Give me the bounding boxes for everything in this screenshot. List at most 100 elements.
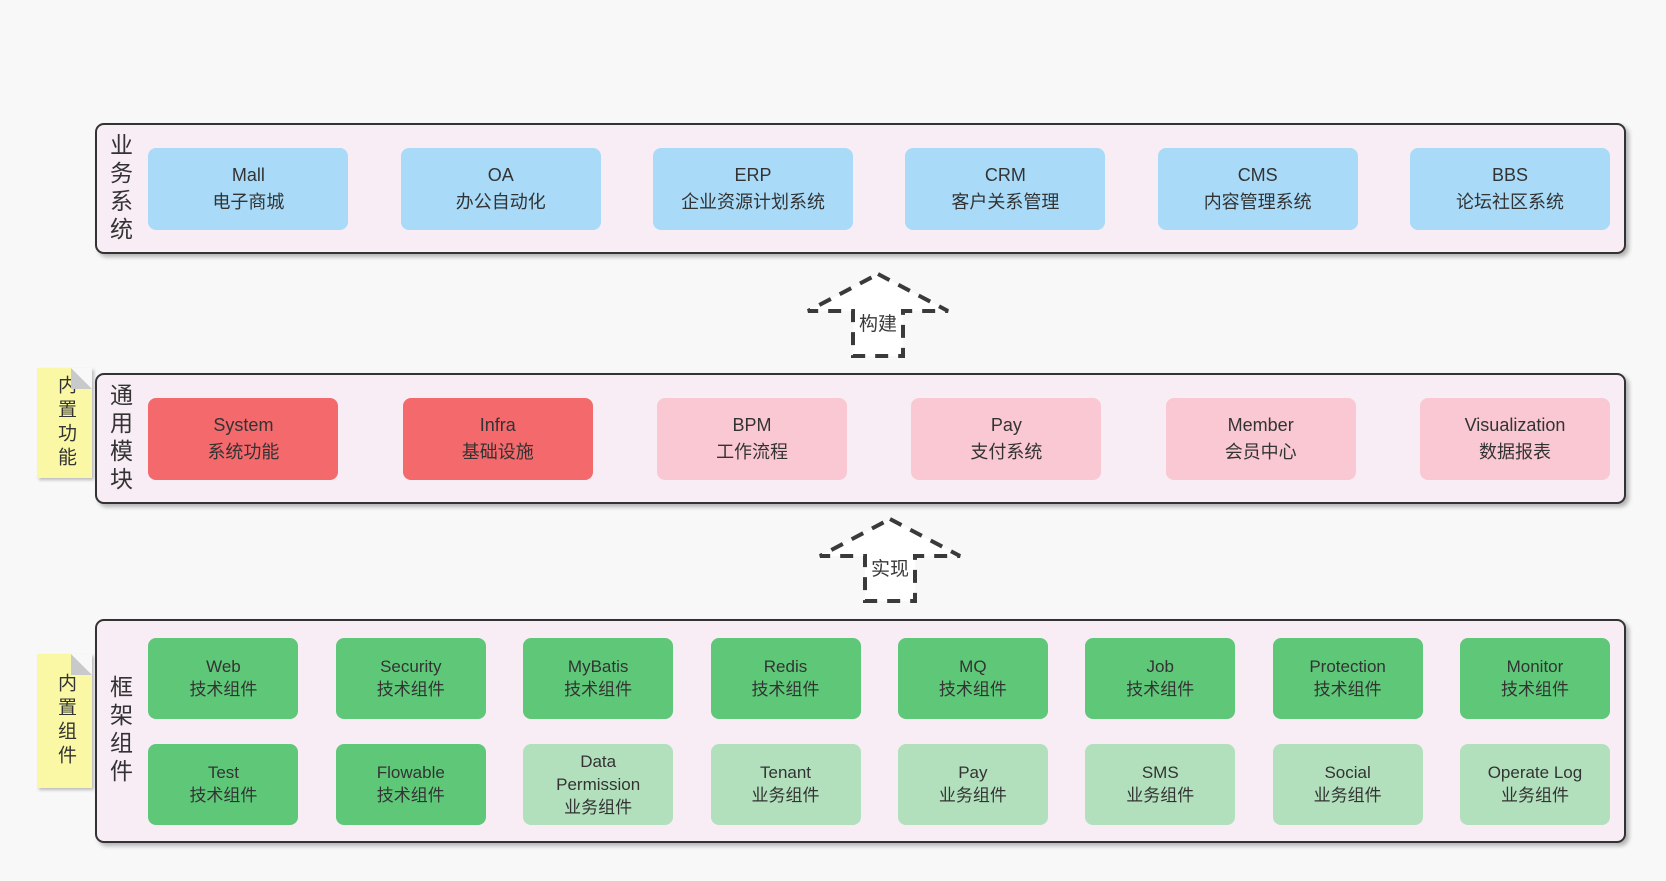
box-title: ERP (734, 164, 772, 185)
box-subtitle: 技术组件 (376, 786, 445, 805)
box-bbs: BBS 论坛社区系统 (1410, 147, 1610, 230)
box-protection: Protection 技术组件 (1272, 637, 1423, 719)
box-subtitle: 基础设施 (461, 441, 534, 462)
box-title: BPM (732, 414, 772, 435)
box-redis: Redis 技术组件 (710, 637, 861, 719)
box-mybatis: MyBatis 技术组件 (523, 637, 674, 719)
box-subtitle: 技术组件 (1126, 680, 1195, 699)
box-subtitle: 业务组件 (1126, 786, 1195, 805)
box-monitor: Monitor 技术组件 (1459, 637, 1610, 719)
box-title: BBS (1491, 164, 1529, 185)
box-subtitle: 论坛社区系统 (1456, 191, 1564, 212)
box-member: Member 会员中心 (1165, 397, 1356, 480)
box-subtitle: 技术组件 (751, 680, 820, 699)
box-title: Visualization (1464, 414, 1566, 435)
box-subtitle: 技术组件 (189, 680, 258, 699)
box-title: SMS (1141, 763, 1179, 782)
box-title: Web (206, 657, 241, 676)
built-in-features-label: 内置功能 (54, 375, 76, 471)
box-tenant: Tenant 业务组件 (710, 743, 861, 825)
box-title: MQ (959, 657, 987, 676)
box-title: Data Permission (556, 751, 641, 794)
box-mq: MQ 技术组件 (897, 637, 1048, 719)
box-mall: Mall 电子商城 (148, 147, 349, 230)
build-arrow: 构建 (807, 272, 949, 358)
box-title: Job (1146, 657, 1174, 676)
box-title: Security (380, 657, 442, 676)
box-title: Social (1324, 763, 1371, 782)
box-subtitle: 业务组件 (1313, 786, 1382, 805)
box-subtitle: 技术组件 (1500, 680, 1569, 699)
build-arrow-label: 构建 (859, 313, 897, 335)
box-title: CMS (1237, 164, 1278, 185)
box-subtitle: 技术组件 (376, 680, 445, 699)
framework-components-label: 框架组件 (106, 675, 133, 787)
box-cms: CMS 内容管理系统 (1157, 147, 1358, 230)
box-subtitle: 业务组件 (938, 786, 1007, 805)
box-subtitle: 技术组件 (189, 786, 258, 805)
box-title: Infra (479, 414, 516, 435)
built-in-features-sticky: 内置功能 (37, 368, 92, 478)
box-subtitle: 技术组件 (564, 680, 633, 699)
box-title: Test (207, 763, 240, 782)
box-title: OA (487, 164, 514, 185)
box-operate-log: Operate Log 业务组件 (1459, 743, 1610, 825)
built-in-components-sticky: 内置组件 (37, 654, 92, 788)
box-subtitle: 技术组件 (1313, 680, 1382, 699)
sticky-fold-icon (71, 654, 92, 675)
box-title: Operate Log (1487, 763, 1583, 782)
box-web: Web 技术组件 (148, 637, 299, 719)
box-title: CRM (984, 164, 1026, 185)
box-test: Test 技术组件 (148, 743, 299, 825)
box-title: MyBatis (567, 657, 629, 676)
implement-arrow-shape (819, 517, 961, 603)
box-title: Member (1227, 414, 1294, 435)
box-title: Pay (990, 414, 1022, 435)
box-data-permission: Data Permission 业务组件 (523, 743, 674, 825)
box-subtitle: 支付系统 (970, 441, 1043, 462)
box-title: Mall (231, 164, 265, 185)
box-subtitle: 技术组件 (938, 680, 1007, 699)
box-subtitle: 电子商城 (212, 191, 285, 212)
box-visualization: Visualization 数据报表 (1420, 397, 1610, 480)
box-title: Tenant (759, 763, 812, 782)
box-erp: ERP 企业资源计划系统 (653, 147, 854, 230)
box-oa: OA 办公自动化 (400, 147, 601, 230)
box-subtitle: 业务组件 (564, 797, 633, 817)
box-subtitle: 内容管理系统 (1203, 191, 1312, 212)
box-subtitle: 办公自动化 (455, 191, 546, 212)
box-social: Social 业务组件 (1272, 743, 1423, 825)
box-title: System (213, 414, 274, 435)
common-modules-label: 通用模块 (106, 382, 133, 495)
box-title: Flowable (376, 763, 445, 782)
box-flowable: Flowable 技术组件 (335, 743, 486, 825)
sticky-fold-icon (71, 368, 92, 389)
build-arrow-shape (807, 272, 949, 358)
implement-arrow-label: 实现 (871, 558, 909, 580)
box-title: Redis (763, 657, 808, 676)
box-subtitle: 会员中心 (1224, 441, 1297, 462)
box-sms: SMS 业务组件 (1085, 743, 1236, 825)
box-infra: Infra 基础设施 (402, 397, 593, 480)
box-job: Job 技术组件 (1085, 637, 1236, 719)
box-subtitle: 企业资源计划系统 (681, 191, 826, 212)
box-subtitle: 业务组件 (1500, 786, 1569, 805)
box-title: Monitor (1506, 657, 1564, 676)
business-systems-label: 业务系统 (106, 132, 133, 245)
box-subtitle: 数据报表 (1479, 441, 1551, 462)
implement-arrow: 实现 (819, 517, 961, 603)
box-title: Protection (1309, 657, 1386, 676)
box-subtitle: 业务组件 (751, 786, 820, 805)
